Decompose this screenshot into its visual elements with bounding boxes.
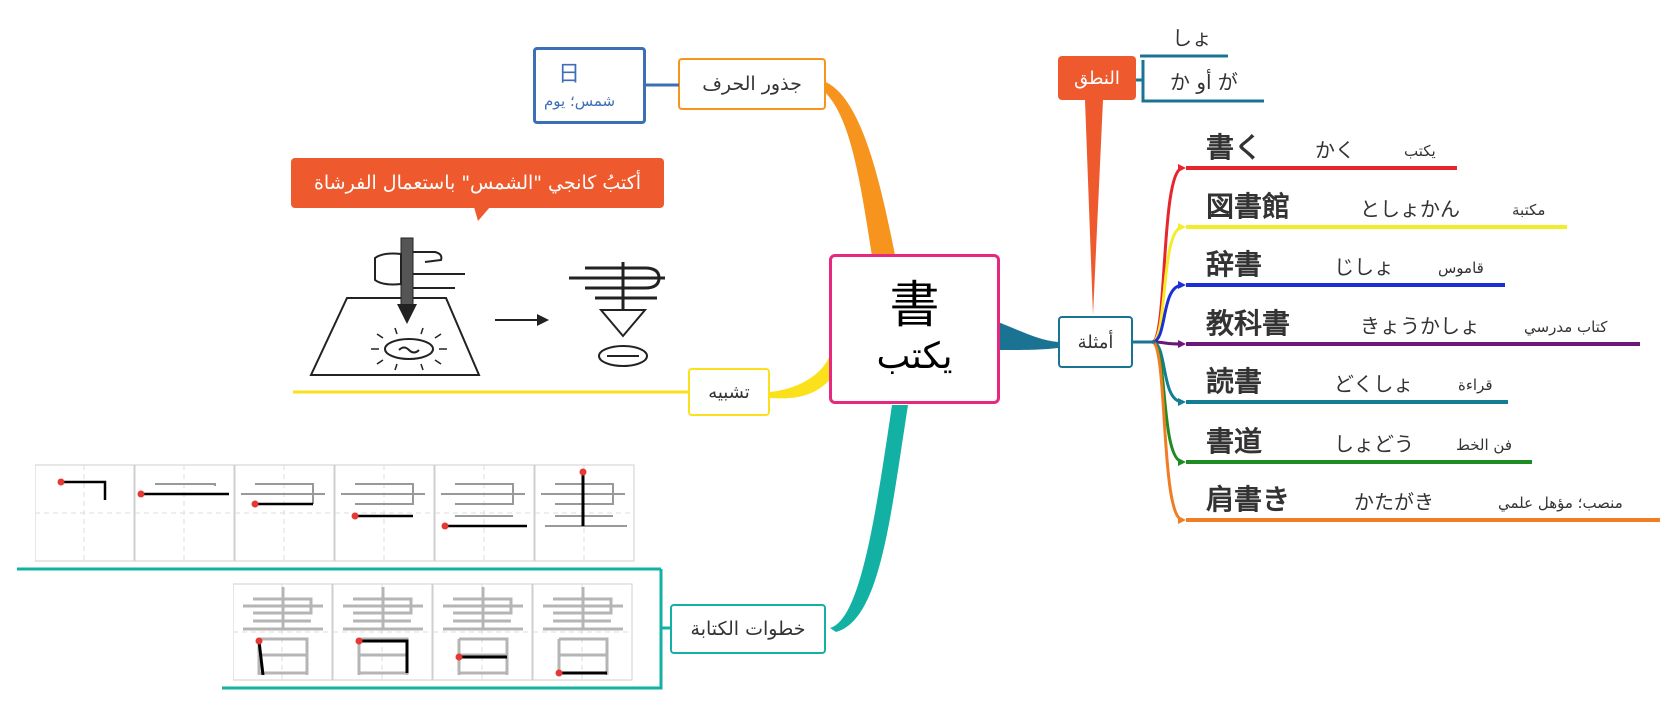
stroke-order-label-box[interactable]: خطوات الكتابة xyxy=(670,604,826,654)
example-reading: かく xyxy=(1315,138,1355,162)
example-reading: としょかん xyxy=(1360,197,1460,221)
example-meaning: فن الخط xyxy=(1456,436,1513,454)
word-branch-curve xyxy=(1150,340,1184,522)
example-meaning: قاموس xyxy=(1438,259,1484,277)
stroke-start-dot xyxy=(351,512,359,520)
word-branch-arrow xyxy=(1178,340,1186,348)
stroke-7 xyxy=(257,640,265,676)
stroke-frame-side xyxy=(222,569,663,690)
word-branch-arrow xyxy=(1178,223,1186,231)
example-word: 肩書き xyxy=(1206,483,1291,516)
word-branch-arrow xyxy=(1178,281,1186,289)
analogy-callout: أكتبُ كانجي "الشمس" باستعمال الفرشاة xyxy=(291,158,664,208)
example-word: 教科書 xyxy=(1206,307,1291,340)
example-meaning: منصب؛ مؤهل علمي xyxy=(1498,494,1623,512)
analogy-branch xyxy=(770,355,838,399)
reading-kun: か أو が xyxy=(1170,70,1238,94)
example-reading: きょうかしょ xyxy=(1360,314,1480,338)
stroke-ghost xyxy=(243,587,323,675)
stroke-grid-row-1 xyxy=(35,464,635,562)
word-branch-arrow xyxy=(1178,398,1186,406)
stroke-grid-row-2 xyxy=(233,583,633,681)
stroke-start-dot xyxy=(137,490,145,498)
central-kanji-card[interactable]: 書 يكتب xyxy=(829,254,1000,404)
example-word: 書く xyxy=(1206,131,1263,164)
examples-label: أمثلة xyxy=(1077,331,1114,353)
radical-link xyxy=(643,83,679,87)
analogy-callout-text: أكتبُ كانجي "الشمس" باستعمال الفرشاة xyxy=(313,172,642,194)
radical-card[interactable]: 日 شمس؛ يوم xyxy=(533,47,646,124)
reading-on: しょ xyxy=(1172,26,1212,50)
word-branch-curve xyxy=(1151,225,1184,344)
example-meaning: مكتبة xyxy=(1512,201,1546,219)
example-word: 辞書 xyxy=(1206,248,1263,281)
stroke-start-dot xyxy=(455,653,463,661)
example-word: 書道 xyxy=(1206,425,1263,458)
pronunciation-label: النطق xyxy=(1074,67,1120,89)
central-kanji: 書 xyxy=(889,276,940,334)
radical-kanji: 日 xyxy=(558,62,581,87)
stroke-ghost xyxy=(441,483,525,517)
word-branch-arrow xyxy=(1178,458,1186,466)
callout-pointer xyxy=(474,207,490,221)
example-reading: どくしょ xyxy=(1334,372,1414,396)
radical-label: جذور الحرف xyxy=(702,73,802,95)
example-reading: じしょ xyxy=(1334,255,1394,279)
analogy-label: تشبيه xyxy=(708,381,750,403)
radical-label-box[interactable]: جذور الحرف xyxy=(678,58,826,110)
stroke-start-dot xyxy=(555,669,563,677)
central-meaning: يكتب xyxy=(876,336,953,377)
stroke-ghost xyxy=(155,483,216,486)
stroke-8 xyxy=(359,639,409,673)
example-meaning: يكتب xyxy=(1404,142,1436,160)
example-reading: かたがき xyxy=(1354,490,1434,514)
word-branch-arrow xyxy=(1178,516,1186,524)
stroke-ghost xyxy=(343,587,423,675)
word-branch-curve xyxy=(1151,283,1184,344)
stroke-start-dot xyxy=(441,522,449,530)
radical-meaning: شمس؛ يوم xyxy=(544,92,616,110)
example-word: 読書 xyxy=(1206,365,1263,398)
stroke-ghost xyxy=(341,483,425,505)
stroke-ghost xyxy=(241,483,325,504)
stroke-start-dot xyxy=(255,637,263,645)
pronunciation-label-box[interactable]: النطق xyxy=(1058,56,1136,100)
example-reading: しょどう xyxy=(1334,432,1414,456)
reading-2-frame xyxy=(1141,60,1264,103)
examples-label-box[interactable]: أمثلة xyxy=(1058,316,1133,368)
brush-sun-illustration xyxy=(309,237,665,376)
stroke-branch xyxy=(830,405,908,632)
stroke-start-dot xyxy=(355,637,363,645)
analogy-label-box[interactable]: تشبيه xyxy=(688,368,770,416)
stroke-order-label: خطوات الكتابة xyxy=(690,618,806,640)
example-meaning: كتاب مدرسي xyxy=(1524,318,1608,336)
example-word: 図書館 xyxy=(1206,190,1291,223)
examples-branch xyxy=(998,322,1058,350)
stroke-1 xyxy=(61,480,107,500)
radical-branch xyxy=(820,80,895,256)
example-meaning: قراءة xyxy=(1458,376,1493,394)
stroke-start-dot xyxy=(579,468,587,476)
example-word-branches xyxy=(1133,164,1660,524)
pronunciation-branch xyxy=(1085,100,1103,315)
stroke-start-dot xyxy=(57,478,65,486)
word-branch-arrow xyxy=(1178,164,1186,172)
stroke-start-dot xyxy=(251,500,259,508)
